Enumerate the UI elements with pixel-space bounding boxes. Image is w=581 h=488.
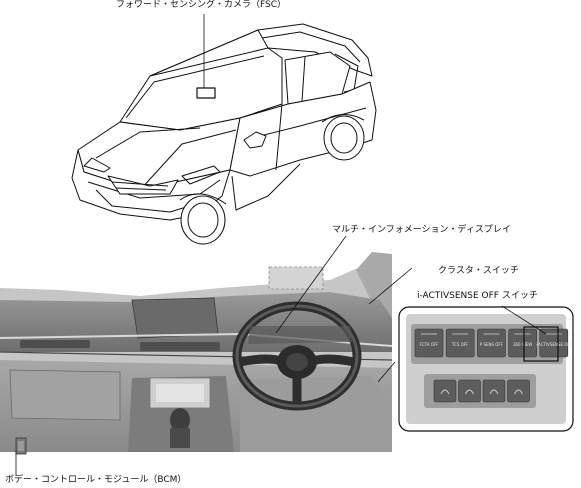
switch-upper-1[interactable]: TCS OFF [445, 328, 475, 358]
switch-lower-2[interactable] [482, 379, 506, 403]
switch-upper-label-1: TCS OFF [451, 342, 469, 347]
switch-panel-inset [398, 306, 574, 432]
label-bcm: ボデー・コントロール・モジュール（BCM） [5, 475, 187, 485]
switch-upper-3[interactable]: 360 VIEW [508, 328, 537, 358]
switch-lower-0[interactable] [433, 379, 457, 403]
switch-upper-4[interactable]: i-ACTIVSENSE OFF [536, 328, 573, 358]
switch-upper-label-4: i-ACTIVSENSE OFF [536, 342, 573, 347]
switch-lower-1[interactable] [458, 379, 481, 403]
switch-upper-label-0: FCTA OFF [420, 342, 440, 347]
switch-upper-label-2: P SENS OFF [480, 342, 504, 347]
activsense-highlight [523, 326, 559, 362]
switch-lower-3[interactable] [507, 379, 530, 403]
switch-row-upper: FCTA OFF TCS OFF P SENS OFF 360 VIEW i-ACTIV… [414, 328, 573, 358]
display-placeholder [268, 266, 324, 290]
switch-upper-0[interactable]: FCTA OFF [414, 328, 444, 358]
switch-upper-2[interactable]: P SENS OFF [477, 328, 506, 358]
leader-lines [15, 14, 547, 476]
switch-row-lower [433, 379, 530, 403]
label-fsc: フォワード・センシング・カメラ（FSC） [116, 0, 287, 10]
vehicle-line-drawing [71, 23, 377, 245]
dashboard-illustration [0, 252, 393, 455]
label-activsense-switch: i-ACTIVSENSE OFF スイッチ [417, 291, 538, 301]
label-multi-info-display: マルチ・インフォメーション・ディスプレイ [332, 225, 511, 235]
switch-upper-label-3: 360 VIEW [513, 342, 532, 347]
label-cluster-switch: クラスタ・スイッチ [438, 266, 519, 276]
